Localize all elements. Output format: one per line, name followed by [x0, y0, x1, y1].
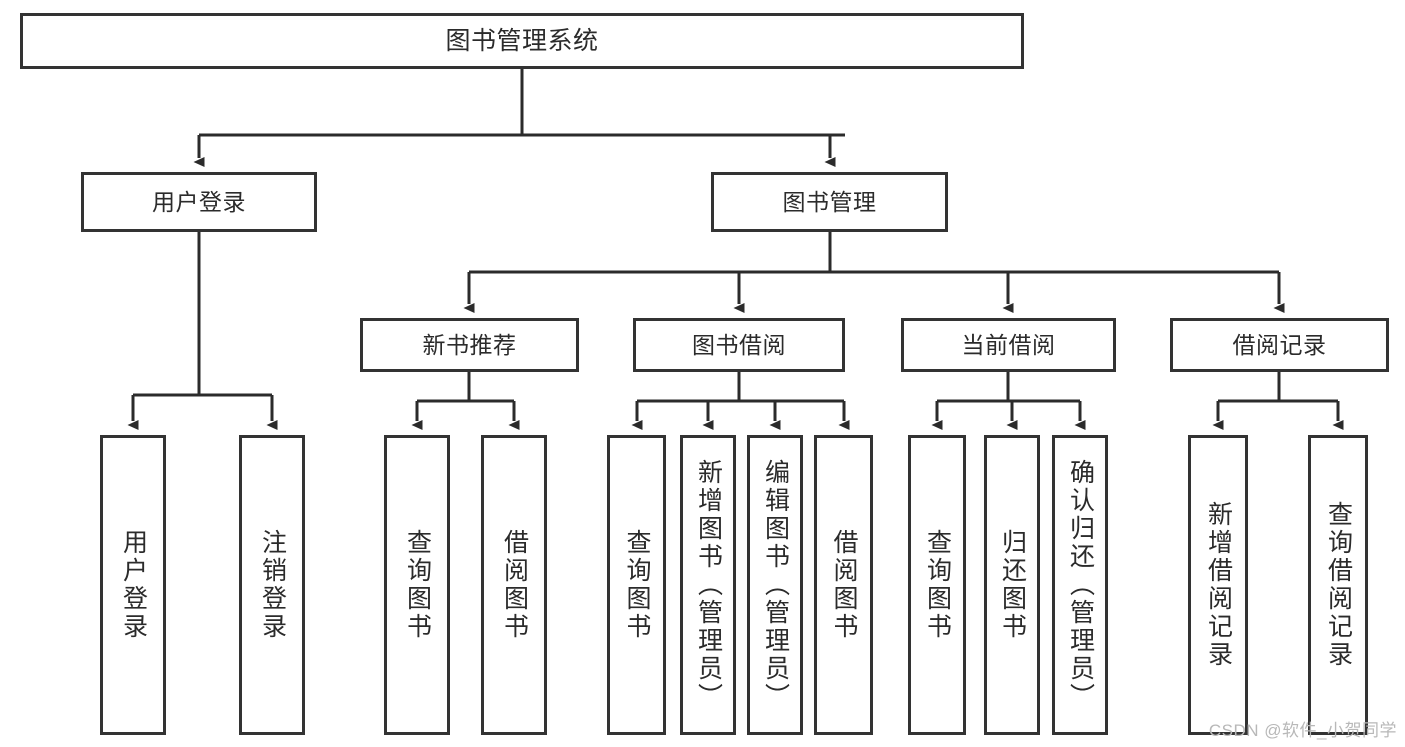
node-label: 新书推荐: [422, 331, 517, 358]
node-label: 新增图书（管理员）: [694, 459, 723, 711]
node-user-login[interactable]: 用户登录: [81, 172, 317, 232]
node-label: 编辑图书（管理员）: [761, 459, 790, 711]
leaf-query-borrow-record[interactable]: 查询借阅记录: [1308, 435, 1368, 735]
leaf-borrow-book[interactable]: 借阅图书: [814, 435, 873, 735]
leaf-add-borrow-record[interactable]: 新增借阅记录: [1188, 435, 1248, 735]
leaf-return-book[interactable]: 归还图书: [984, 435, 1040, 735]
leaf-query-book-recommend[interactable]: 查询图书: [384, 435, 450, 735]
node-label: 新增借阅记录: [1204, 501, 1233, 669]
node-new-book-recommend[interactable]: 新书推荐: [360, 318, 579, 372]
node-label: 用户登录: [152, 188, 246, 215]
node-label: 当前借阅: [961, 331, 1056, 358]
node-label: 查询图书: [403, 529, 432, 641]
node-label: 查询借阅记录: [1324, 501, 1353, 669]
leaf-edit-book-admin[interactable]: 编辑图书（管理员）: [747, 435, 803, 735]
leaf-query-book-borrow[interactable]: 查询图书: [607, 435, 666, 735]
node-label: 查询图书: [923, 529, 952, 641]
leaf-logout[interactable]: 注销登录: [239, 435, 305, 735]
leaf-user-login[interactable]: 用户登录: [100, 435, 166, 735]
leaf-add-book-admin[interactable]: 新增图书（管理员）: [680, 435, 736, 735]
node-label: 借阅图书: [830, 529, 858, 641]
node-label: 用户登录: [119, 529, 148, 641]
node-borrow-record[interactable]: 借阅记录: [1170, 318, 1389, 372]
node-book-borrow[interactable]: 图书借阅: [633, 318, 845, 372]
node-label: 归还图书: [998, 529, 1027, 641]
node-book-management[interactable]: 图书管理: [711, 172, 948, 232]
leaf-confirm-return-admin[interactable]: 确认归还（管理员）: [1052, 435, 1108, 735]
node-label: 查询图书: [623, 529, 651, 641]
node-system-root[interactable]: 图书管理系统: [20, 13, 1024, 69]
node-label: 借阅记录: [1232, 331, 1327, 358]
node-label: 图书管理系统: [445, 26, 599, 55]
node-label: 借阅图书: [500, 529, 529, 641]
node-label: 图书管理: [782, 188, 877, 215]
node-current-borrow[interactable]: 当前借阅: [901, 318, 1116, 372]
node-label: 图书借阅: [692, 331, 786, 358]
leaf-borrow-book-recommend[interactable]: 借阅图书: [481, 435, 547, 735]
node-label: 确认归还（管理员）: [1066, 459, 1095, 711]
node-label: 注销登录: [258, 529, 287, 641]
leaf-query-book-current[interactable]: 查询图书: [908, 435, 966, 735]
